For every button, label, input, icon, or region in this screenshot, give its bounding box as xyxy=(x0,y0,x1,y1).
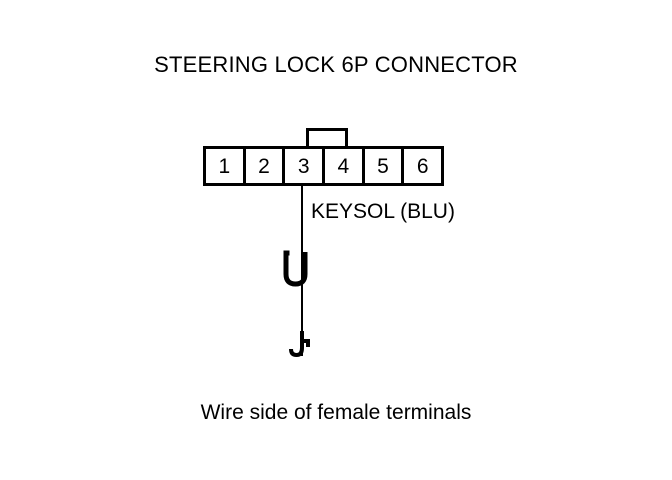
pin-cell-1[interactable]: 1 xyxy=(206,149,246,183)
wire-lead-line xyxy=(301,186,303,356)
test-probe-hook-icon xyxy=(282,250,310,288)
connector-assembly: 1 2 3 4 5 6 xyxy=(203,128,444,186)
terminal-hook-icon xyxy=(289,330,315,364)
pin-cell-4[interactable]: 4 xyxy=(325,149,365,183)
pin-number-label: 6 xyxy=(416,154,429,178)
pin-number-label: 5 xyxy=(377,154,389,178)
pin-cell-5[interactable]: 5 xyxy=(364,149,405,183)
pin-cell-2[interactable]: 2 xyxy=(245,149,286,183)
pin-cell-3[interactable]: 3 xyxy=(285,149,326,183)
page-title: STEERING LOCK 6P CONNECTOR xyxy=(154,52,518,77)
pin-number-label: 2 xyxy=(258,154,270,178)
diagram-caption: Wire side of female terminals xyxy=(200,401,472,424)
connector-housing: 1 2 3 4 5 6 xyxy=(203,146,444,186)
pin-number-label: 1 xyxy=(218,154,231,178)
pin-number-label: 3 xyxy=(297,154,310,178)
pin-cell-6[interactable]: 6 xyxy=(404,149,442,183)
pin-number-label: 4 xyxy=(337,154,350,178)
connector-keying-tab xyxy=(306,128,348,149)
wire-circuit-label: KEYSOL (BLU) xyxy=(311,200,455,223)
